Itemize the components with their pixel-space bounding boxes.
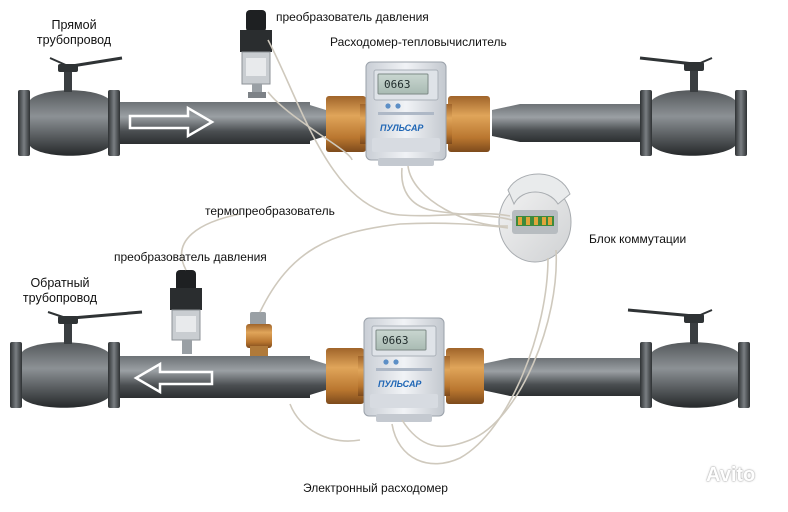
label-junction-box: Блок коммутации [589, 232, 687, 246]
display-top-value: 0663 [384, 78, 411, 91]
electronic-flowmeter-unit: 0663 ПУЛЬСАР [363, 317, 445, 422]
brand-logo-bottom: ПУЛЬСАР [378, 379, 422, 389]
signal-wires [180, 39, 558, 465]
flow-arrow-right [128, 105, 215, 139]
label-return-pipeline: Обратный трубопровод [22, 276, 98, 305]
label-temperature-transducer: термопреобразователь [205, 204, 335, 218]
junction-box [498, 173, 572, 263]
label-pressure-transducer-top: преобразователь давления [276, 10, 429, 24]
flow-arrow-left [133, 361, 214, 395]
display-bottom-value: 0663 [382, 334, 409, 347]
label-pressure-transducer-bottom: преобразователь давления [114, 250, 267, 264]
pressure-transducer-bottom [170, 270, 202, 354]
avito-watermark: Avito [706, 464, 756, 486]
label-flowmeter-heat-calculator: Расходомер-тепловычислитель [330, 35, 507, 49]
label-direct-pipeline: Прямой трубопровод [36, 18, 112, 47]
brand-logo-top: ПУЛЬСАР [380, 123, 424, 133]
flowmeter-heat-calculator-unit: 0663 ПУЛЬСАР [365, 61, 447, 166]
label-electronic-flowmeter: Электронный расходомер [303, 481, 448, 495]
pressure-transducer-top [240, 10, 272, 98]
temperature-transducer [246, 312, 272, 356]
